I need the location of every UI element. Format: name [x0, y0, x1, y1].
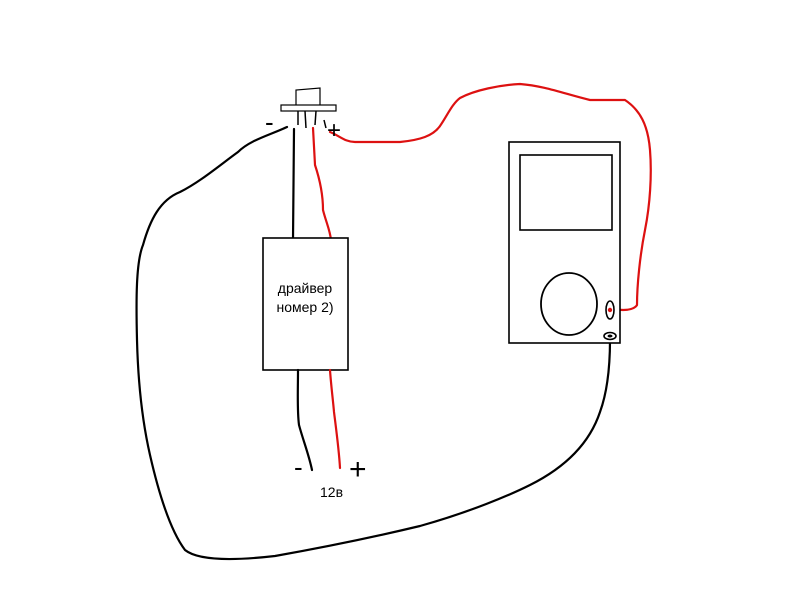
- multimeter-com-jack-inner: [607, 334, 613, 338]
- bottom-minus-sign: -: [294, 452, 303, 482]
- black-loop-wire: [135, 125, 612, 561]
- multimeter-volt-jack-dot: [607, 307, 613, 313]
- supply-red-wire: [328, 368, 342, 470]
- multimeter-dial: [540, 272, 598, 336]
- red-meter-wire: [328, 82, 652, 312]
- multimeter-display: [519, 154, 613, 231]
- led-lead-far-right: [323, 119, 327, 129]
- led-lead-right: [314, 110, 317, 126]
- led-component: [280, 87, 337, 129]
- top-minus-sign: -: [265, 107, 274, 137]
- multimeter: [508, 141, 621, 344]
- top-plus-sign: +: [327, 117, 341, 144]
- bottom-plus-sign: +: [349, 453, 367, 486]
- driver-box: [262, 237, 349, 371]
- driver-top-red-wire: [311, 126, 333, 242]
- led-lead-middle: [304, 110, 307, 129]
- driver-top-black-wire: [291, 127, 296, 242]
- led-flange: [280, 104, 337, 112]
- driver-label-line2: номер 2): [276, 299, 333, 315]
- driver-label-line1: драйвер: [278, 280, 333, 296]
- led-body: [295, 87, 321, 106]
- power-voltage-label: 12в: [320, 484, 343, 500]
- supply-black-wire: [296, 368, 314, 472]
